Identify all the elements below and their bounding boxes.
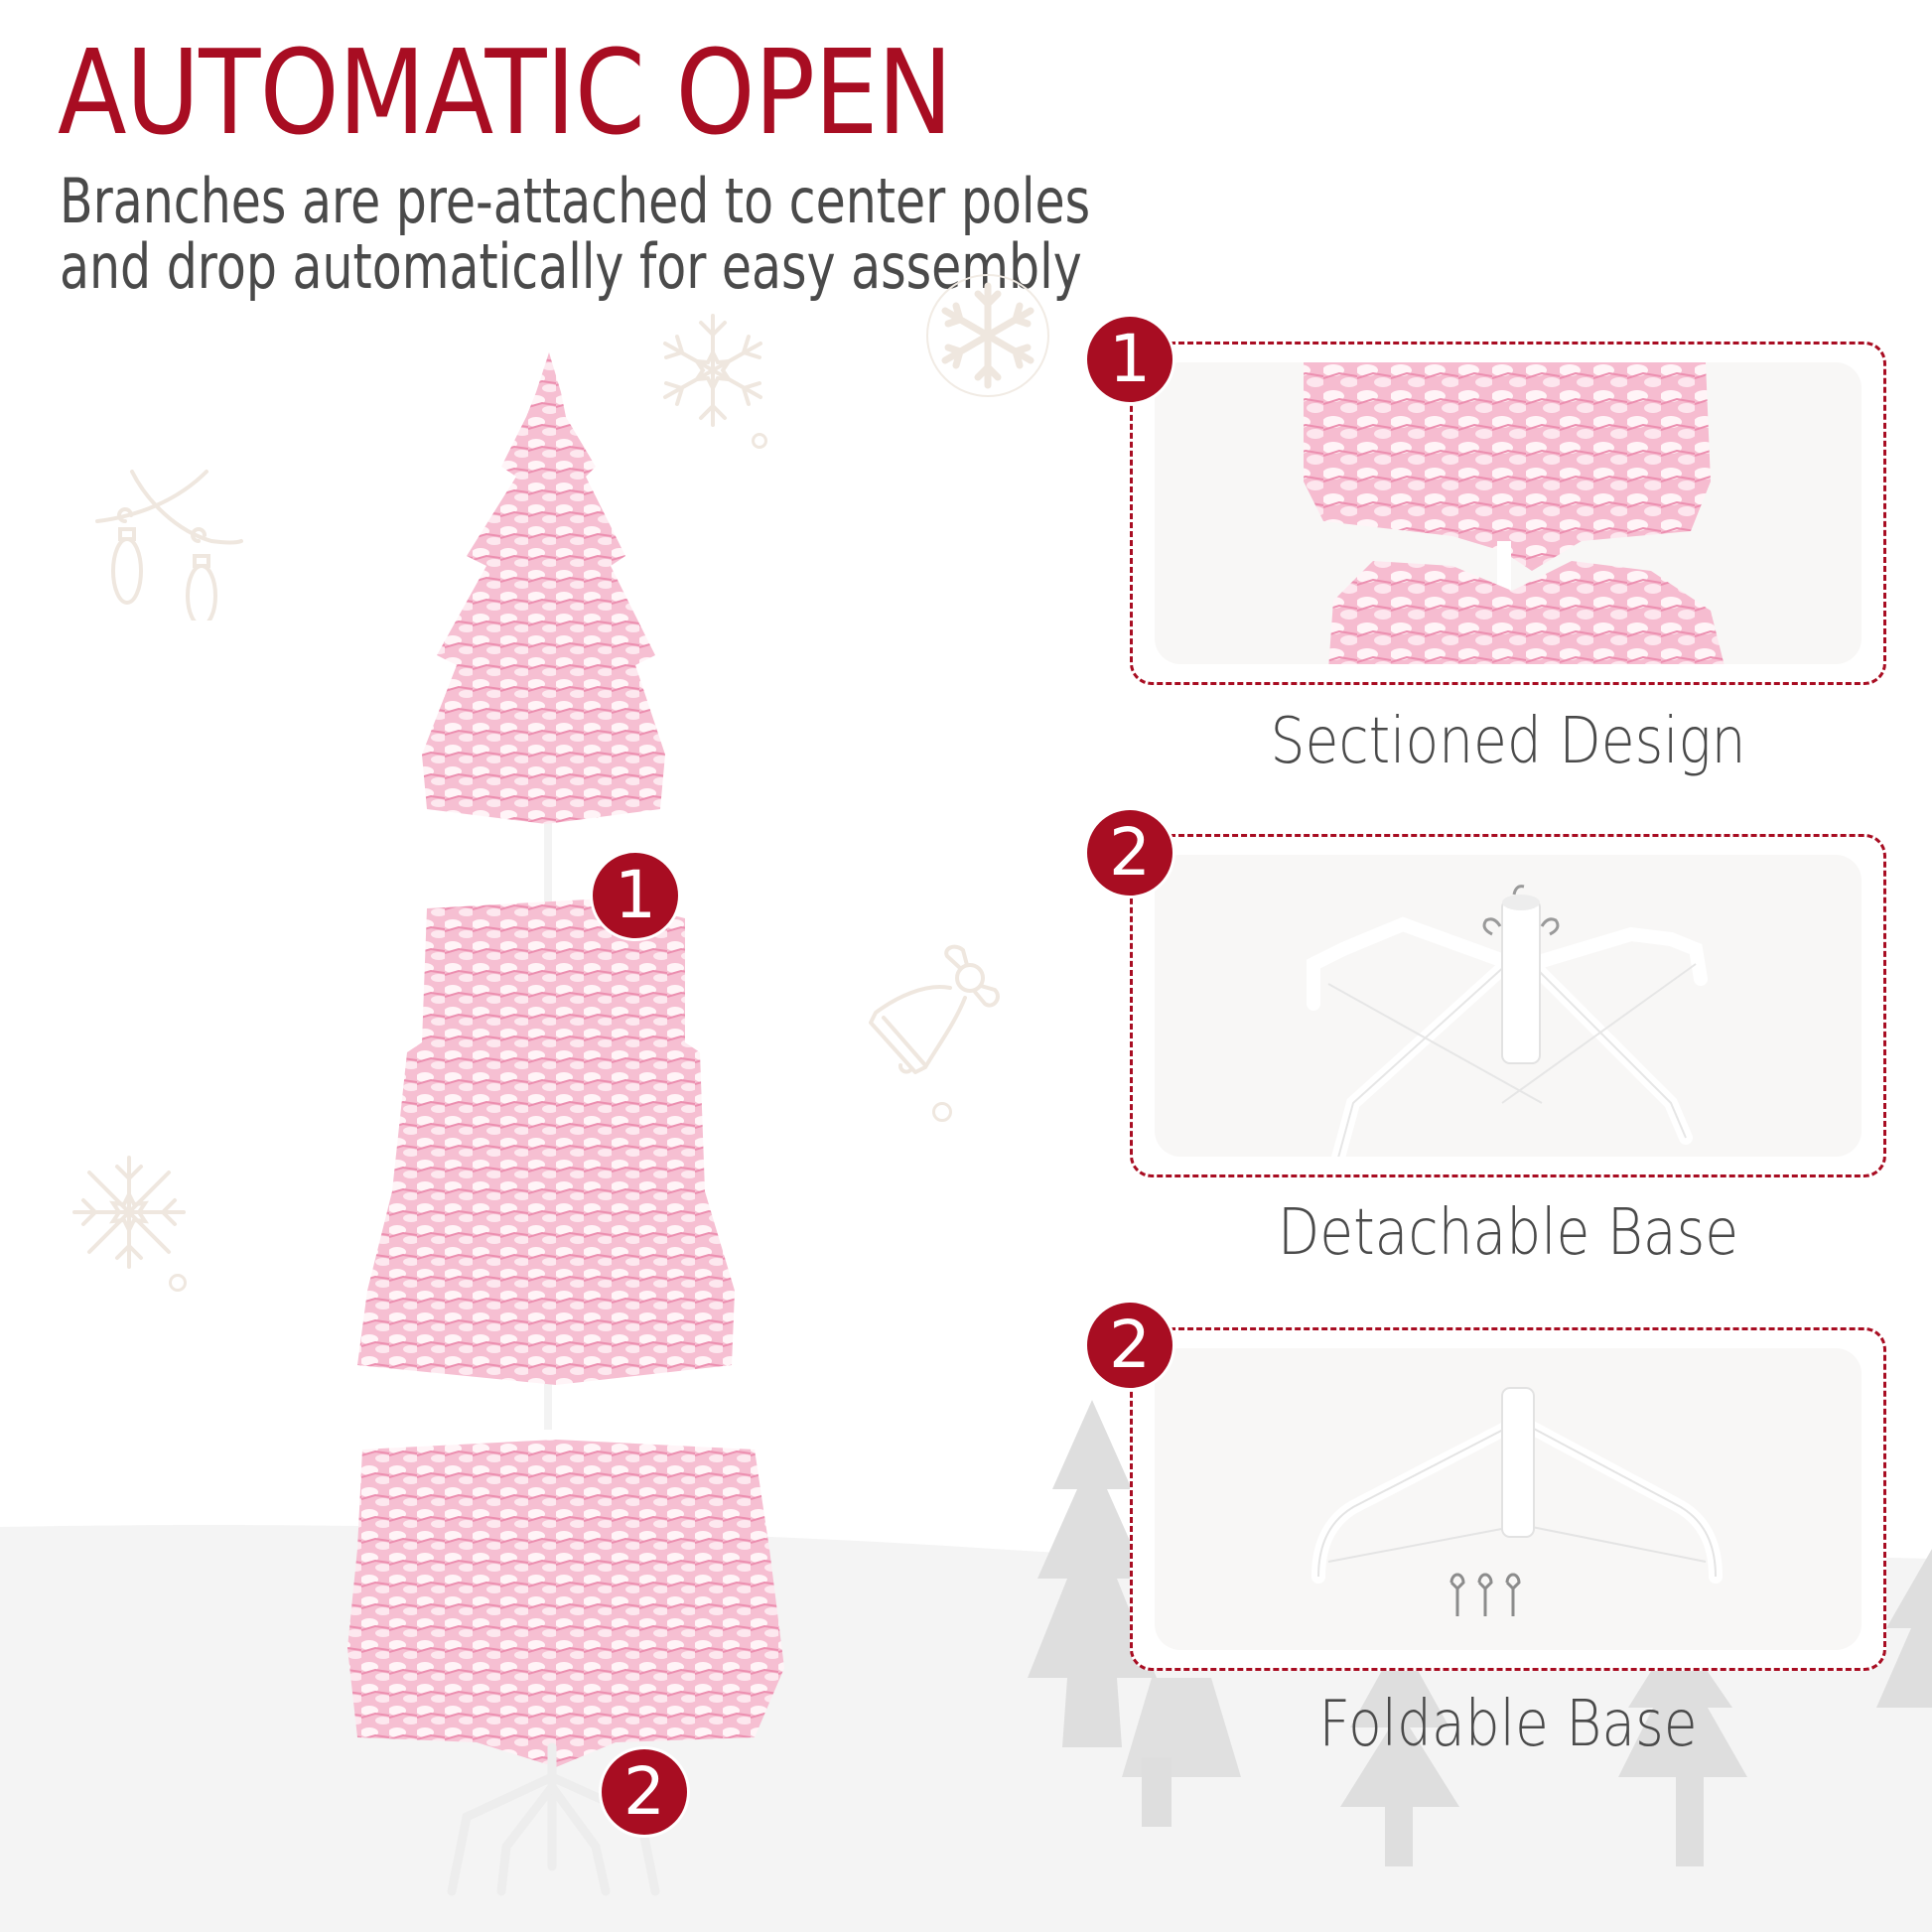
small-circle-decoration xyxy=(169,1274,187,1292)
snowflake-icon xyxy=(72,1156,186,1269)
foldable-base-image xyxy=(1155,1348,1862,1650)
tree-section-middle xyxy=(357,898,735,1385)
snowflake-icon xyxy=(663,314,762,427)
feature-caption-foldable-base: Foldable Base xyxy=(1318,1688,1698,1761)
tree-section-bottom xyxy=(347,1440,784,1767)
subtitle-line-1: Branches are pre-attached to center pole… xyxy=(60,165,1091,237)
string-lights-icon xyxy=(95,470,243,621)
tree-callout-badge-2: 2 xyxy=(602,1749,687,1835)
feature-badge-3: 2 xyxy=(1087,1303,1173,1388)
ornament-snowflake-icon xyxy=(926,274,1049,397)
feature-caption-detachable-base: Detachable Base xyxy=(1277,1196,1739,1270)
screws-icon xyxy=(1449,1573,1521,1616)
small-circle-decoration xyxy=(752,433,767,449)
pink-flocked-tree-image xyxy=(347,352,784,1896)
feature-badge-2: 2 xyxy=(1087,810,1173,896)
tree-callout-badge-1: 1 xyxy=(593,853,678,938)
tree-section-top xyxy=(422,352,665,824)
feature-card-foldable-base xyxy=(1130,1327,1886,1671)
small-circle-decoration xyxy=(932,1102,952,1122)
feature-badge-1: 1 xyxy=(1087,317,1173,402)
sectioned-design-image xyxy=(1155,362,1862,664)
pine-tree-silhouettes xyxy=(1028,1400,1932,1866)
bell-icon xyxy=(869,944,1000,1074)
feature-card-detachable-base xyxy=(1130,834,1886,1177)
subtitle-line-2: and drop automatically for easy assembly xyxy=(60,230,1082,303)
page-title: AUTOMATIC OPEN xyxy=(58,24,953,161)
feature-caption-sectioned-design: Sectioned Design xyxy=(1270,705,1746,778)
feature-card-sectioned-design xyxy=(1130,342,1886,685)
detachable-base-image xyxy=(1155,855,1862,1157)
page-subtitle: Branches are pre-attached to center pole… xyxy=(60,169,1090,300)
